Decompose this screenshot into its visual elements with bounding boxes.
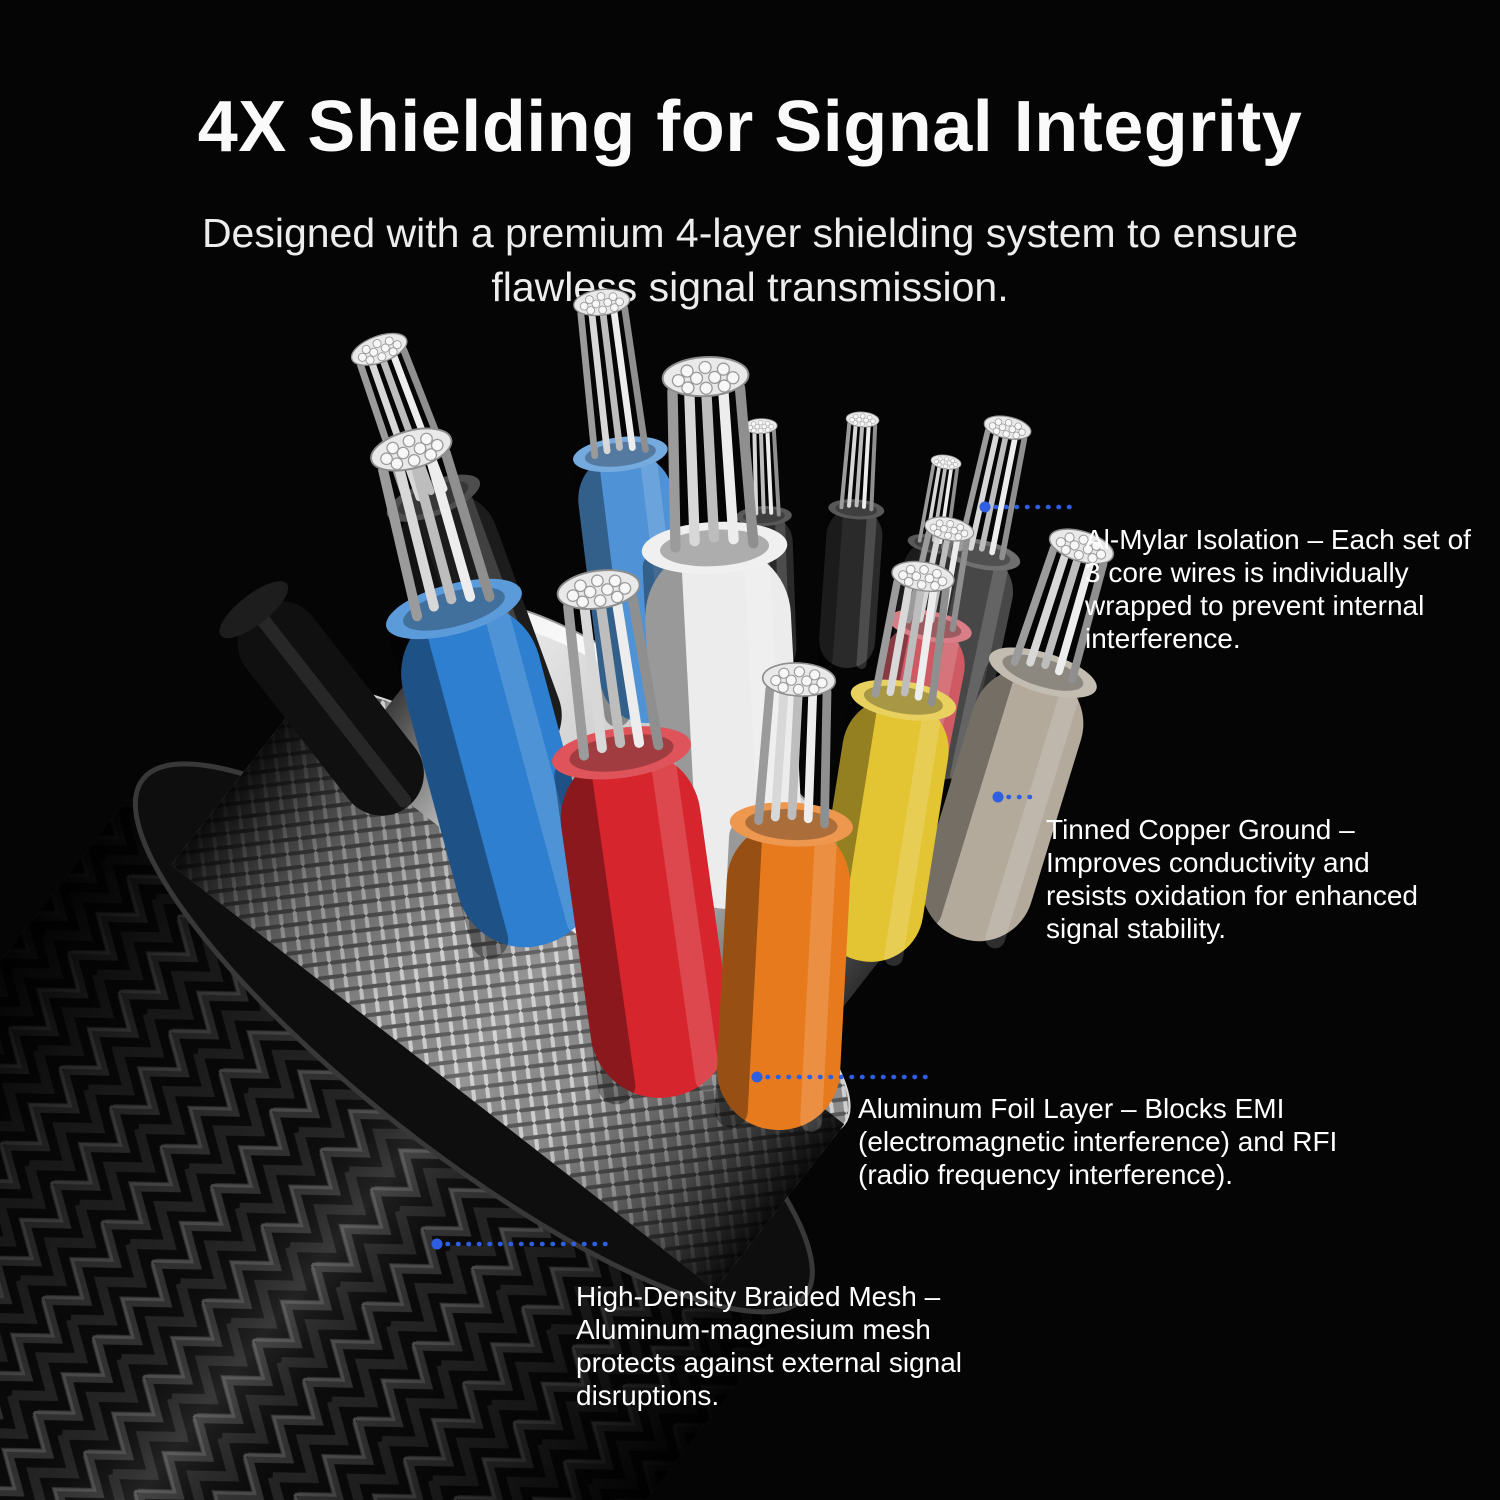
callout-al-mylar-isolation: Al-Mylar Isolation – Each set of 3 core …: [1085, 524, 1471, 655]
leader-high-density-braided-mesh: [431, 1238, 615, 1250]
callout-aluminum-foil-layer: Aluminum Foil Layer – Blocks EMI (electr…: [858, 1093, 1338, 1191]
callout-tinned-copper-ground: Tinned Copper Ground – Improves conducti…: [1046, 814, 1418, 945]
leader-al-mylar-isolation: [979, 501, 1081, 513]
wire-signal-black-2: [815, 408, 894, 672]
page-title: 4X Shielding for Signal Integrity: [197, 87, 1303, 167]
leader-aluminum-foil-layer: [751, 1071, 933, 1083]
page-subtitle: Designed with a premium 4-layer shieldin…: [201, 210, 1299, 311]
callout-high-density-braided-mesh: High-Density Braided Mesh – Aluminum-mag…: [576, 1281, 962, 1412]
cut-jacket-piece: [219, 581, 424, 816]
leader-tinned-copper-ground: [992, 791, 1043, 803]
